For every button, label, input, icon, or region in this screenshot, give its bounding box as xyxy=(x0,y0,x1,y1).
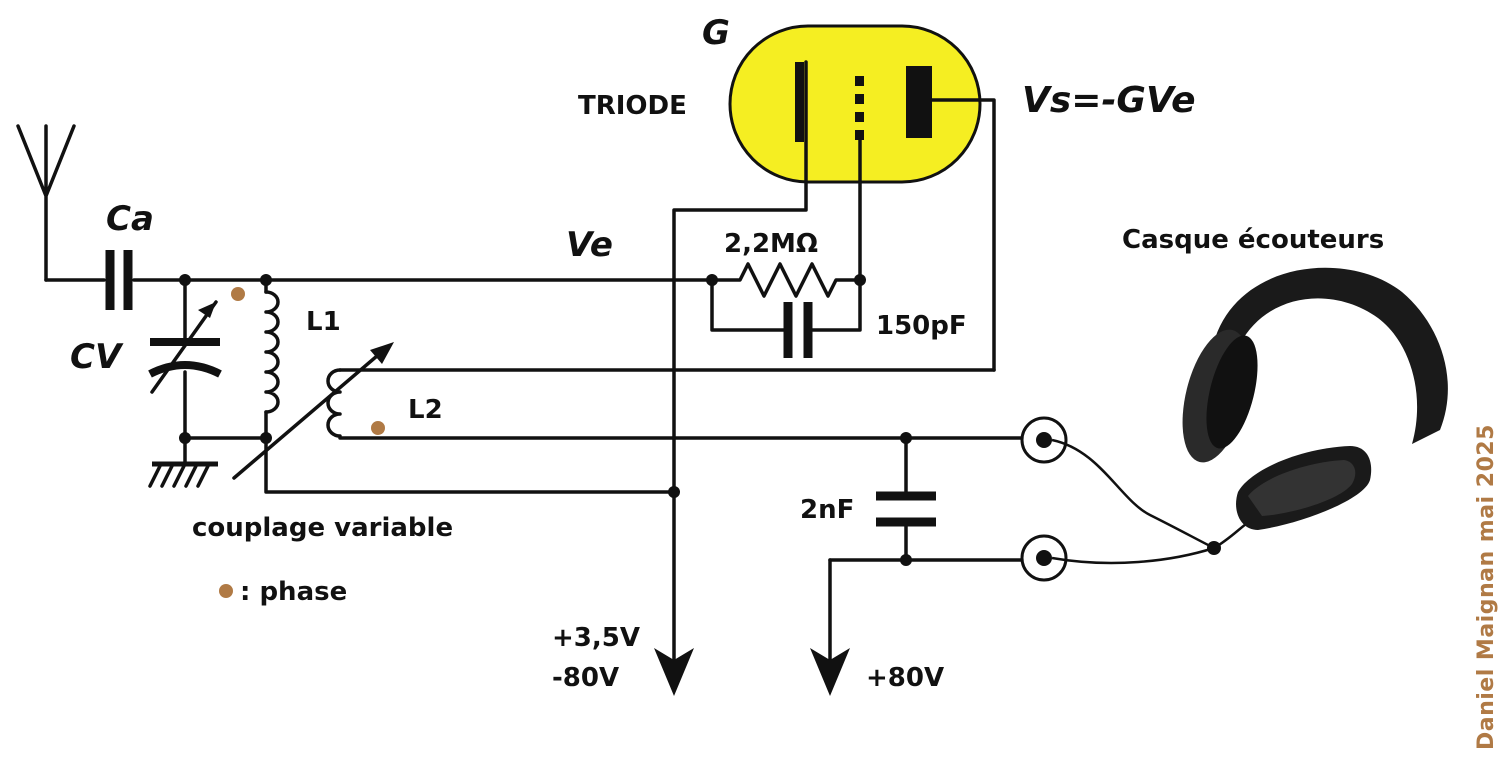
headphone-jack-top xyxy=(1020,416,1068,464)
antenna-icon xyxy=(16,124,76,282)
tube-gain-label: G xyxy=(702,13,730,53)
triode-tube xyxy=(672,24,996,494)
phase-dot-l2 xyxy=(371,421,385,435)
author-credit: Daniel Maignan mai 2025 xyxy=(1474,424,1499,750)
resistor-value-label: 2,2MΩ xyxy=(724,229,818,259)
headphones-label: Casque écouteurs xyxy=(1122,225,1384,255)
coil-l1-label: L1 xyxy=(306,307,341,337)
cable-junction xyxy=(1207,541,1221,555)
variable-capacitor-label: CV xyxy=(70,337,124,377)
coil-l2 xyxy=(326,368,996,440)
coupling-arrow-icon xyxy=(232,342,394,480)
ground-icon xyxy=(148,461,218,488)
phase-legend-dot xyxy=(219,584,233,598)
input-voltage-label: Ve xyxy=(566,225,613,265)
phase-dot-l1 xyxy=(231,287,245,301)
antenna-capacitor-label: Ca xyxy=(106,199,154,239)
ground-wire xyxy=(183,436,268,464)
headphone-jack-bottom xyxy=(1020,534,1068,582)
junction-node-supply-left xyxy=(668,486,680,498)
headphones-icon xyxy=(1182,267,1448,530)
coupling-label: couplage variable xyxy=(192,513,453,543)
coil-l2-label: L2 xyxy=(408,395,443,425)
grid-capacitor xyxy=(710,278,862,358)
grid-leak-resistor xyxy=(710,262,862,298)
output-equation-label: Vs=-GVe xyxy=(1022,80,1196,121)
antenna-capacitor xyxy=(105,250,133,310)
supply-right-label: +80V xyxy=(866,663,944,693)
grid-icon xyxy=(855,76,864,140)
junction-node-l1-bottom xyxy=(260,432,272,444)
right-supply-arrow-icon xyxy=(810,648,850,696)
supply-left-label-1: +3,5V xyxy=(552,623,640,653)
variable-capacitor xyxy=(148,278,222,440)
junction-node-ground xyxy=(179,432,191,444)
supply-left-label-2: -80V xyxy=(552,663,619,693)
bypass-capacitor xyxy=(876,436,936,562)
grid-capacitor-value-label: 150pF xyxy=(876,311,967,341)
left-supply-arrow-icon xyxy=(654,648,694,696)
phase-legend-label: : phase xyxy=(240,577,347,607)
tube-name-label: TRIODE xyxy=(578,91,687,121)
bypass-capacitor-label: 2nF xyxy=(800,495,854,525)
